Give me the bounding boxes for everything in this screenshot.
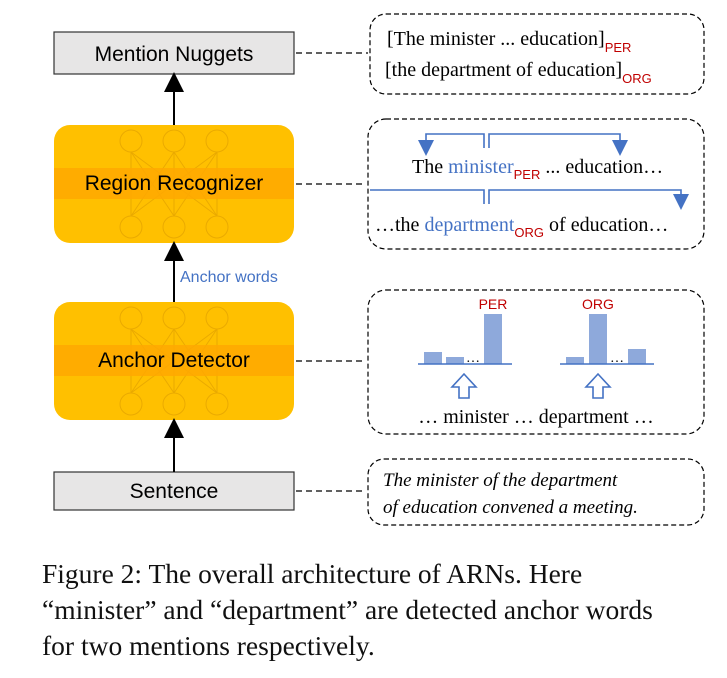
svg-text:[The minister ... education]PE: [The minister ... education]PER — [387, 28, 631, 55]
dots-right: … — [610, 351, 624, 366]
bar-group-left — [424, 314, 502, 364]
nuggets-line1-text: [The minister ... education] — [387, 28, 605, 50]
sentence-box: Sentence — [53, 471, 295, 511]
bar-group-right — [566, 314, 646, 364]
region-line2-tag: ORG — [514, 225, 544, 240]
dashed-connectors — [296, 52, 368, 492]
svg-text:…the departmentORG of educatio: …the departmentORG of education… — [375, 214, 668, 240]
anchor-panel: … PER … ORG … minister … department … — [367, 289, 705, 435]
bar — [566, 357, 584, 364]
figure-caption: Figure 2: The overall architecture of AR… — [42, 556, 714, 664]
dots-left: … — [466, 351, 480, 366]
region-panel: The ministerPER ... education… …the depa… — [367, 118, 705, 250]
up-arrow-left-icon — [450, 372, 478, 399]
mention-nuggets-label: Mention Nuggets — [95, 43, 254, 66]
region-recognizer-label: Region Recognizer — [85, 172, 264, 195]
bar — [589, 314, 607, 364]
region-line2-prefix: …the — [375, 214, 424, 236]
nuggets-line2-tag: ORG — [622, 71, 652, 86]
nuggets-line2-text: [the department of education] — [385, 59, 622, 81]
sentence-label: Sentence — [130, 480, 219, 503]
tag-org: ORG — [582, 296, 614, 312]
bar — [628, 349, 646, 364]
caption-line-1: Figure 2: The overall architecture of AR… — [42, 558, 583, 589]
sentence-panel: The minister of the department of educat… — [367, 458, 705, 526]
up-arrow-right-icon — [584, 372, 612, 399]
anchor-detector-block: Anchor Detector — [54, 302, 294, 420]
caption-line-2: “minister” and “department” are detected… — [42, 594, 653, 625]
sentence-line1: The minister of the department — [383, 470, 618, 491]
bar — [446, 357, 464, 364]
region-line1-suffix: ... education… — [540, 156, 663, 178]
svg-text:[the department of education]O: [the department of education]ORG — [385, 59, 652, 86]
sentence-line2: of education convened a meeting. — [383, 497, 638, 518]
anchor-detector-label: Anchor Detector — [98, 349, 250, 372]
tag-per: PER — [479, 296, 508, 312]
region-line1-prefix: The — [412, 156, 448, 178]
bar — [484, 314, 502, 364]
svg-text:The ministerPER ... education…: The ministerPER ... education… — [412, 156, 663, 182]
anchor-words-label: Anchor words — [180, 269, 278, 286]
anchor-panel-text: … minister … department … — [418, 406, 654, 428]
region-recognizer-block: Region Recognizer — [54, 125, 294, 243]
nuggets-line1-tag: PER — [605, 40, 632, 55]
region-line1-anchor: minister — [448, 156, 514, 178]
region-line2-suffix: of education… — [544, 214, 668, 236]
caption-line-3: for two mentions respectively. — [42, 630, 375, 661]
bar — [424, 352, 442, 364]
nuggets-panel: [The minister ... education]PER [the dep… — [369, 13, 705, 95]
mention-nuggets-box: Mention Nuggets — [53, 31, 295, 75]
architecture-diagram: Mention Nuggets Region Recognizer Anchor… — [53, 13, 705, 526]
region-line2-anchor: department — [424, 214, 514, 236]
region-line1-tag: PER — [514, 167, 541, 182]
